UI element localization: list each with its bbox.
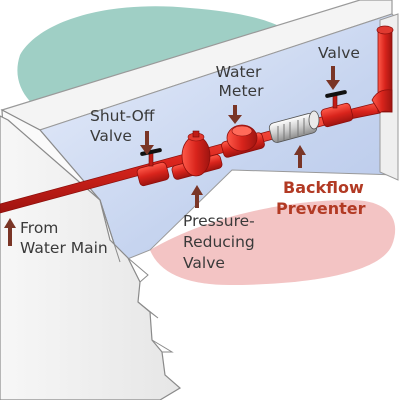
shut-off-valve	[136, 148, 170, 187]
arrow-up-icon	[191, 185, 203, 208]
arrow-down-icon	[326, 66, 340, 90]
from-water-main-label: From Water Main	[20, 219, 108, 257]
foundation-step-edges	[99, 199, 174, 353]
arrow-down-icon	[228, 105, 242, 124]
riser-pipe-cap	[376, 25, 394, 35]
backflow-preventer-device	[268, 110, 320, 143]
arrow-down-icon	[140, 131, 154, 155]
water-meter-label: Water Meter	[216, 63, 267, 100]
water-meter	[221, 124, 265, 158]
pressure-reducing-valve-label: Pressure- Reducing Valve	[183, 212, 260, 272]
shut-off-valve-label: Shut-Off Valve	[90, 107, 159, 145]
arrow-up-icon	[294, 145, 306, 168]
valve-right	[320, 90, 354, 128]
backflow-preventer-label: Backflow Preventer	[276, 178, 369, 218]
arrow-up-icon	[4, 218, 16, 246]
ground-pink-area	[150, 200, 396, 285]
pressure-reducing-valve	[171, 130, 223, 180]
riser-elbow	[371, 89, 393, 114]
valve-label: Valve	[318, 44, 360, 62]
